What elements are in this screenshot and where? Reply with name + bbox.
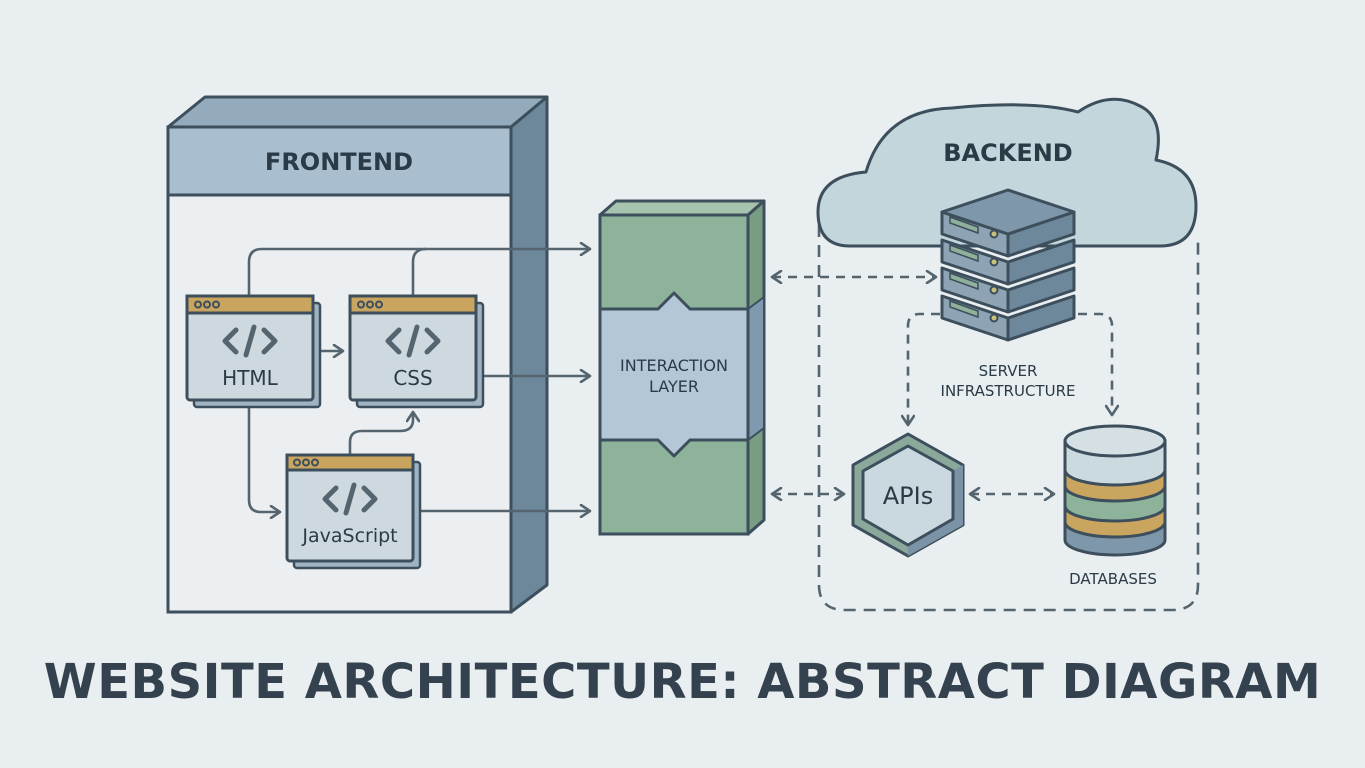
server-unit <box>940 294 1076 342</box>
connector-server-to-databases <box>1078 312 1112 415</box>
connector-html-to-interaction <box>247 249 590 295</box>
javascript-label: JavaScript <box>301 525 397 547</box>
server-unit <box>940 266 1076 314</box>
apis-node[interactable]: APIs <box>851 432 965 558</box>
diagram-title: WEBSITE ARCHITECTURE: ABSTRACT DIAGRAM <box>43 654 1322 710</box>
html-label: HTML <box>222 366 279 390</box>
code-icon <box>322 482 378 516</box>
frontend-connectors <box>247 247 590 512</box>
interaction-layer-label-line2: LAYER <box>649 377 699 396</box>
databases-node[interactable]: DATABASES <box>1063 424 1167 588</box>
databases-label: DATABASES <box>1069 570 1157 588</box>
frontend-label: FRONTEND <box>265 148 413 176</box>
database-icon <box>1063 424 1167 557</box>
window-dots-icon <box>293 458 319 467</box>
window-dots-icon <box>194 300 220 309</box>
connector-js-to-css <box>348 412 413 455</box>
css-component[interactable]: CSS <box>348 294 485 409</box>
connector-server-to-apis <box>908 312 940 425</box>
server-unit <box>940 238 1076 286</box>
server-label-line2: INFRASTRUCTURE <box>941 382 1076 400</box>
css-label: CSS <box>393 366 432 390</box>
apis-label: APIs <box>883 482 933 510</box>
window-dots-icon <box>357 300 383 309</box>
code-icon <box>222 324 278 358</box>
backend-boundary <box>817 205 1200 612</box>
connector-css-top <box>411 247 427 295</box>
server-stack-icon[interactable]: SERVER INFRASTRUCTURE <box>940 188 1076 400</box>
backend-cloud: BACKEND <box>816 97 1198 248</box>
backend-connectors <box>772 277 1112 494</box>
javascript-component[interactable]: JavaScript <box>285 453 422 570</box>
backend-label: BACKEND <box>943 139 1072 167</box>
interaction-layer-label-line1: INTERACTION <box>620 356 728 375</box>
interaction-layer[interactable]: INTERACTION LAYER <box>598 199 766 536</box>
html-component[interactable]: HTML <box>185 294 322 409</box>
connector-html-to-js <box>247 404 280 512</box>
code-icon <box>385 324 441 358</box>
server-unit <box>940 188 1076 258</box>
server-label-line1: SERVER <box>979 362 1038 380</box>
